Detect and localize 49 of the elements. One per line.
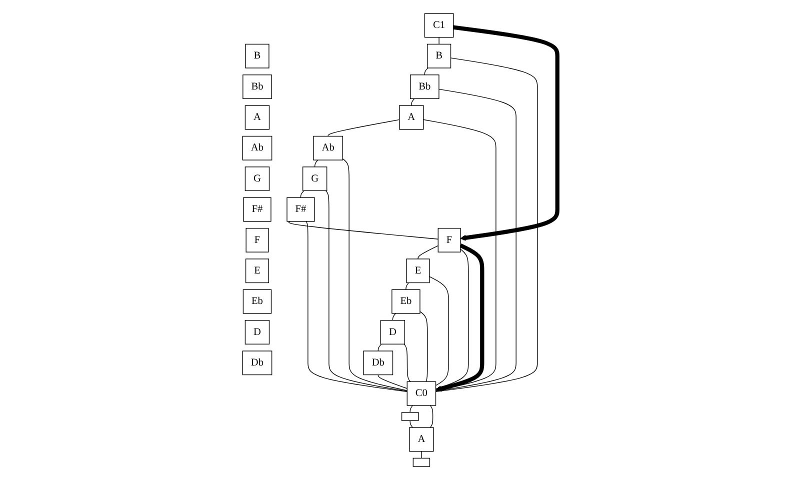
connector: [435, 88, 516, 392]
node-box: [412, 458, 430, 467]
connector: [404, 344, 411, 382]
node-box: G: [244, 166, 270, 192]
connector: [342, 158, 408, 391]
arrow: [453, 25, 560, 241]
connector: [430, 405, 434, 428]
node-box: E: [245, 258, 269, 284]
arrow: [435, 244, 484, 392]
connector: [328, 119, 400, 137]
node-box: Db: [242, 350, 272, 376]
connector: [378, 374, 408, 389]
node-box: D: [380, 320, 406, 344]
connector: [411, 98, 415, 106]
node-box: C1: [424, 13, 454, 38]
node-box: E: [406, 258, 430, 284]
connector: [406, 282, 409, 290]
node-box: [401, 412, 419, 421]
node-box: Ab: [313, 136, 344, 160]
connector: [423, 119, 496, 391]
connector: [420, 311, 428, 382]
node-box: F: [246, 228, 269, 252]
node-box: F#: [243, 197, 272, 222]
node-box: G: [302, 166, 328, 192]
node-box: F: [438, 228, 461, 252]
connector: [438, 36, 440, 45]
connector: [435, 58, 538, 392]
node-box: B: [426, 44, 452, 68]
node-box: C0: [406, 381, 436, 406]
node-box: A: [409, 427, 434, 452]
connector: [288, 221, 438, 240]
connector: [429, 276, 449, 386]
node-box: A: [399, 105, 424, 130]
node-box: Db: [363, 350, 394, 376]
node-box: Bb: [410, 74, 440, 99]
connector: [418, 245, 438, 260]
node-box: Eb: [392, 289, 420, 314]
connector: [421, 450, 422, 459]
node-box: F#: [286, 197, 315, 222]
connector: [300, 190, 304, 198]
connector: [306, 221, 408, 392]
connector: [435, 248, 469, 390]
node-box: Ab: [242, 136, 272, 160]
connector: [325, 190, 408, 392]
node-box: Eb: [242, 289, 272, 314]
node-box: A: [244, 105, 270, 130]
node-box: D: [244, 320, 270, 344]
node-box: B: [245, 44, 270, 68]
node-box: Bb: [242, 74, 272, 99]
